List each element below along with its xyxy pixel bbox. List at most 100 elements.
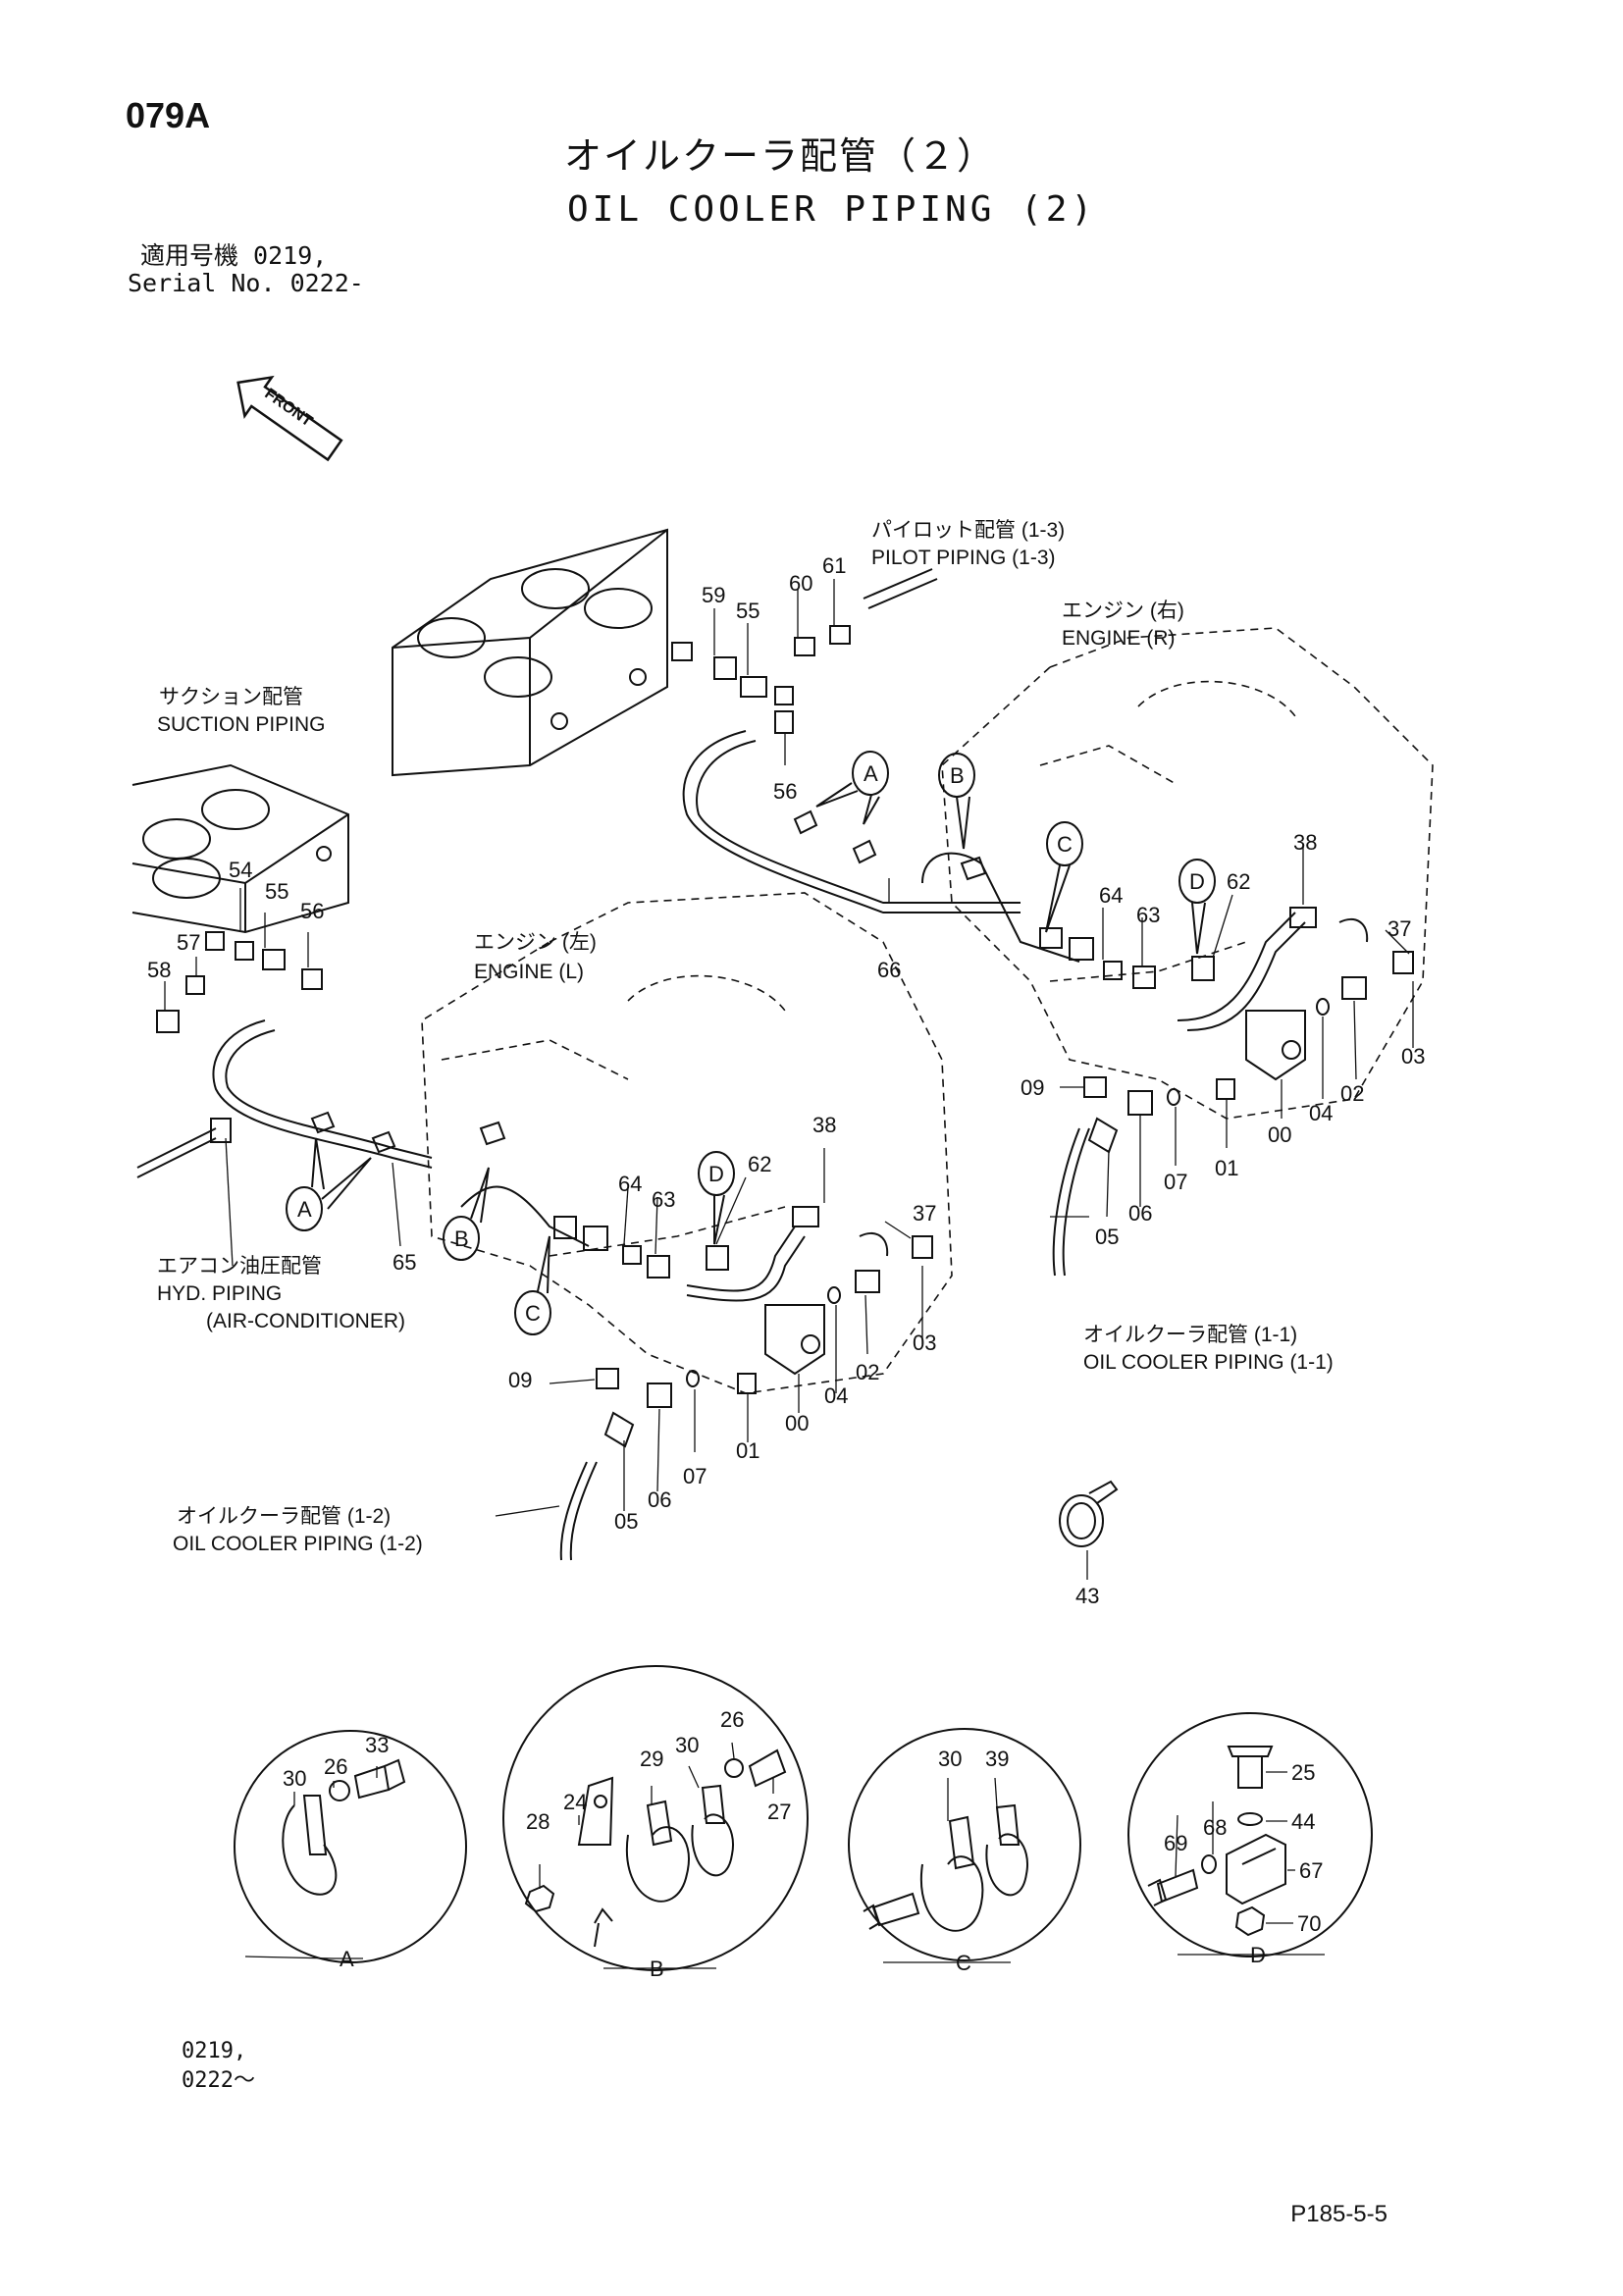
part-number: 56 [773, 779, 798, 804]
pump-body-left [131, 763, 349, 934]
pilot-pipe [863, 568, 938, 609]
balloon-c-lower: C [525, 1301, 541, 1326]
part-number: 05 [1095, 1225, 1120, 1249]
part-number: 07 [683, 1464, 707, 1488]
part-number: 38 [812, 1113, 837, 1137]
part-number: 02 [1340, 1081, 1365, 1106]
balloon-b-upper: B [950, 763, 965, 788]
balloon-b-lower: B [454, 1226, 469, 1251]
balloon-a-upper: A [864, 761, 878, 786]
engine-l-en: ENGINE (L) [474, 961, 585, 983]
detail-d-part: 68 [1203, 1815, 1228, 1840]
part-number: 00 [785, 1411, 810, 1435]
engine-r-en: ENGINE (R) [1062, 627, 1176, 650]
title-japanese: オイルクーラ配管（２） [564, 134, 997, 178]
part-number: 06 [648, 1487, 672, 1512]
detail-d-part: 67 [1299, 1858, 1324, 1883]
part-number: 54 [229, 858, 253, 882]
detail-d-part: 70 [1297, 1911, 1322, 1936]
part-number: 59 [702, 583, 726, 607]
detail-leaders [244, 1742, 1325, 1969]
fittings [156, 625, 1414, 1547]
hyd-piping-en-2: (AIR-CONDITIONER) [206, 1310, 405, 1332]
suction-piping-en: SUCTION PIPING [157, 713, 326, 736]
detail-b-part: 24 [563, 1790, 588, 1814]
detail-circles [234, 1665, 1373, 1971]
part-number: 56 [300, 899, 325, 923]
part-number: 64 [1099, 883, 1124, 908]
part-number: 65 [393, 1250, 417, 1275]
detail-b-letter: B [650, 1957, 664, 1981]
part-number: 38 [1293, 830, 1318, 855]
engine-right-outline [941, 627, 1434, 1120]
hyd-piping-en: HYD. PIPING [157, 1282, 283, 1305]
pilot-piping-en: PILOT PIPING (1-3) [871, 547, 1056, 569]
part-number: 37 [913, 1201, 937, 1226]
footer-serial-1: 0219, [182, 2039, 247, 2063]
serial-line-en: Serial No. 0222- [128, 269, 364, 297]
leader-lines [164, 579, 1414, 1580]
oil-cooler-1-1-ja: オイルクーラ配管 (1-1) [1083, 1324, 1298, 1346]
hose-upper-right [682, 730, 1306, 1031]
detail-a-clamp [282, 1758, 406, 1896]
oil-cooler-1-2-ja: オイルクーラ配管 (1-2) [177, 1505, 392, 1528]
oil-cooler-1-1-en: OIL COOLER PIPING (1-1) [1083, 1351, 1334, 1374]
detail-a-letter: A [340, 1947, 354, 1971]
balloon-d-upper: D [1189, 869, 1205, 894]
part-number: 62 [1227, 869, 1251, 894]
hose-left [212, 1019, 806, 1302]
part-number: 62 [748, 1152, 772, 1176]
part-number: 63 [652, 1187, 676, 1212]
part-number: 02 [856, 1360, 880, 1384]
detail-d-part: 25 [1291, 1760, 1316, 1785]
detail-d-bracket [1147, 1746, 1286, 1937]
part-number: 00 [1268, 1122, 1292, 1147]
part-number: 60 [789, 571, 813, 596]
engine-r-ja: エンジン (右) [1062, 600, 1184, 622]
detail-c-part: 30 [938, 1747, 963, 1771]
serial-line-ja: 適用号機 0219, [140, 241, 328, 270]
part-number: 03 [913, 1331, 937, 1355]
balloon-a-lower: A [297, 1197, 312, 1222]
detail-c-clamps [863, 1803, 1029, 1932]
balloon-d-lower: D [708, 1162, 724, 1186]
detail-d-part: 44 [1291, 1809, 1316, 1834]
oil-cooler-hose-lines [559, 1127, 1090, 1561]
part-number: 06 [1128, 1201, 1153, 1226]
title-english: OIL COOLER PIPING (2) [567, 189, 1097, 230]
detail-b-part: 30 [675, 1733, 700, 1757]
detail-b-part: 26 [720, 1707, 745, 1732]
detail-d-part: 69 [1164, 1831, 1188, 1855]
part-number: 09 [1021, 1075, 1045, 1100]
front-arrow-icon [236, 375, 343, 462]
part-number: 01 [736, 1438, 760, 1463]
hyd-piping-ja: エアコン油圧配管 [157, 1255, 322, 1278]
footer-serial-2: 0222～ [182, 2068, 255, 2093]
diagram-balloons [286, 751, 1216, 1335]
detail-c-part: 39 [985, 1747, 1010, 1771]
balloon-c-upper: C [1057, 832, 1073, 857]
part-number: 04 [824, 1383, 849, 1408]
part-number: 61 [822, 553, 847, 578]
detail-a-part: 30 [283, 1766, 307, 1791]
detail-b-part: 28 [526, 1809, 550, 1834]
pilot-piping-ja: パイロット配管 (1-3) [871, 519, 1066, 542]
part-number: 09 [508, 1368, 533, 1392]
detail-c-letter: C [956, 1951, 971, 1975]
detail-d-letter: D [1250, 1943, 1266, 1967]
suction-piping-ja: サクション配管 [159, 686, 303, 708]
engine-l-ja: エンジン (左) [474, 931, 597, 954]
detail-a-part: 33 [365, 1733, 390, 1757]
page-code: 079A [126, 95, 211, 135]
part-number: 63 [1136, 903, 1161, 927]
part-number: 57 [177, 930, 201, 955]
part-number: 66 [877, 958, 902, 982]
part-number: 05 [614, 1509, 639, 1534]
part-number: 55 [736, 599, 760, 623]
part-number: 55 [265, 879, 289, 904]
detail-a-part: 26 [324, 1754, 348, 1779]
part-number: 01 [1215, 1156, 1239, 1180]
detail-b-clamps [524, 1748, 787, 1948]
detail-b-part: 27 [767, 1800, 792, 1824]
